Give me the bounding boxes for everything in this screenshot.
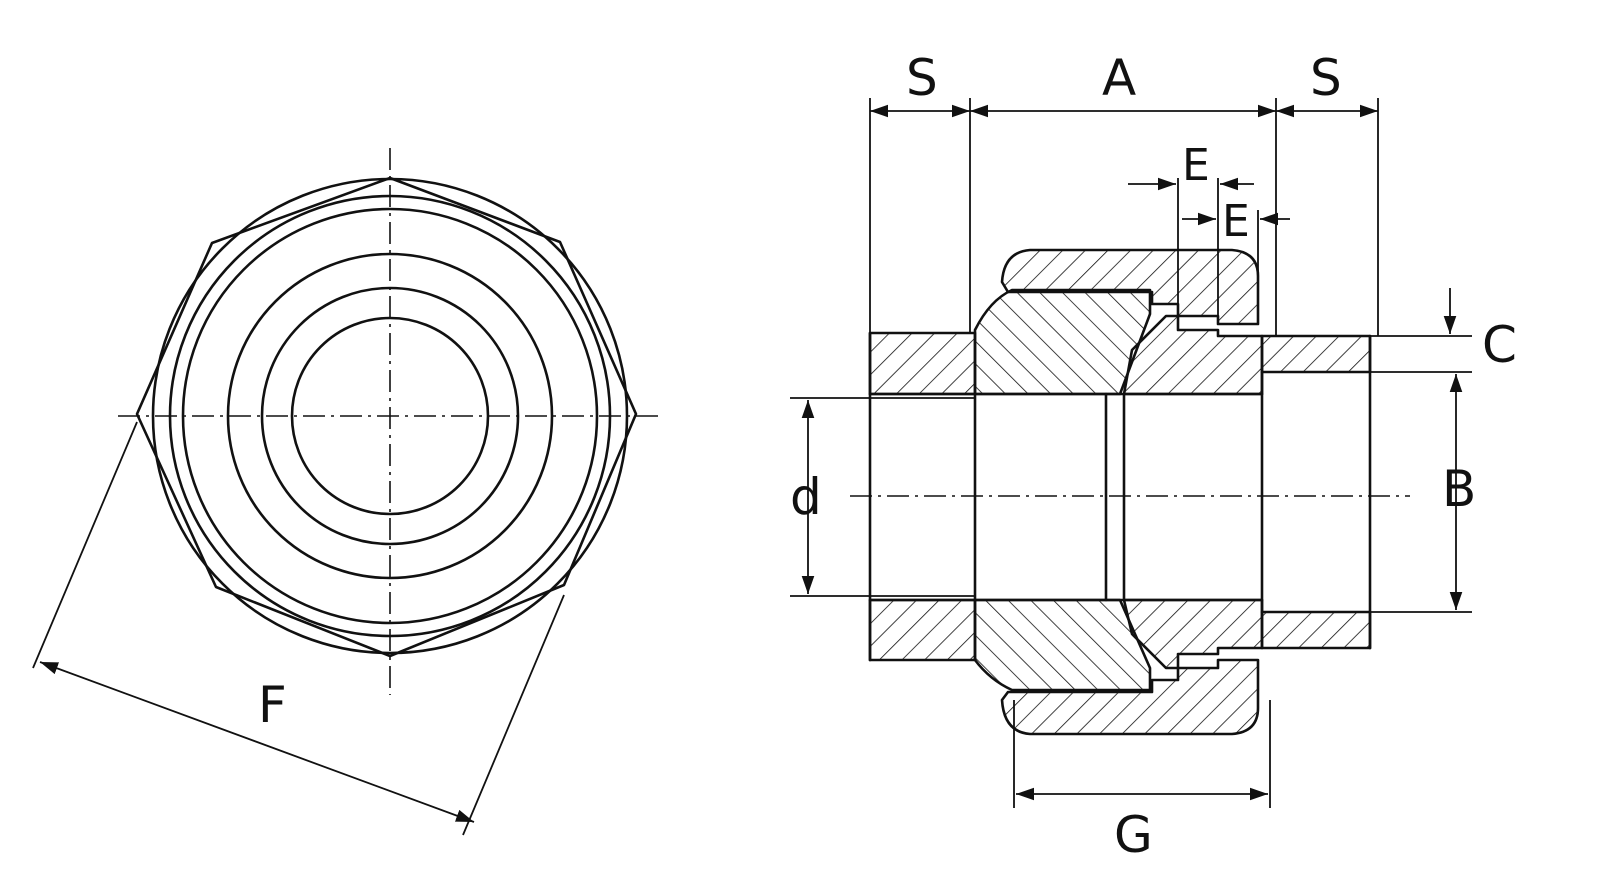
f-extension-line-2 bbox=[462, 594, 565, 836]
left-body-lower bbox=[973, 598, 1152, 692]
left-socket-upper bbox=[868, 331, 977, 396]
label-s-left: S bbox=[906, 49, 938, 107]
label-g: G bbox=[1114, 806, 1153, 864]
left-socket-lower bbox=[868, 598, 977, 662]
label-a: A bbox=[1102, 49, 1136, 107]
label-e-upper: E bbox=[1182, 140, 1210, 191]
f-extension-line-1 bbox=[32, 421, 138, 669]
label-b: B bbox=[1442, 460, 1476, 518]
end-view-ring-4 bbox=[226, 252, 554, 580]
label-e-lower: E bbox=[1222, 196, 1250, 247]
hex-nut-outline bbox=[135, 176, 638, 658]
label-c: C bbox=[1482, 316, 1517, 374]
f-dimension-line bbox=[39, 661, 475, 823]
end-view: F bbox=[32, 148, 660, 836]
label-s-right: S bbox=[1310, 49, 1342, 107]
section-view: S A S E E C B d G bbox=[790, 49, 1517, 864]
right-socket-upper bbox=[1260, 334, 1372, 374]
label-d: d bbox=[790, 468, 822, 526]
left-body-upper bbox=[973, 288, 1152, 396]
right-socket-lower bbox=[1260, 610, 1372, 650]
label-f: F bbox=[258, 676, 287, 734]
